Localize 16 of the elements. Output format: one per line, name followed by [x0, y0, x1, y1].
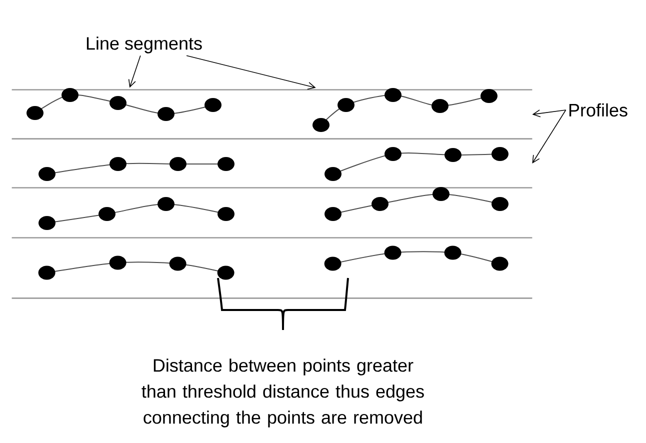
leader-arrow	[186, 55, 316, 90]
line-segment	[312, 88, 498, 132]
leader-arrow	[532, 110, 566, 164]
line-segment	[26, 88, 222, 121]
line-segment	[38, 197, 234, 230]
line-segment	[324, 246, 508, 271]
text-label: Line segments	[86, 36, 202, 54]
profile-band	[12, 237, 532, 299]
leader-arrow	[532, 110, 566, 118]
line-segment	[38, 157, 234, 181]
line-segment	[324, 186, 508, 221]
line-segment	[324, 146, 508, 181]
leader-arrow	[128, 55, 141, 88]
line-segment	[38, 256, 234, 280]
text-label: Profiles	[569, 103, 628, 117]
caption-text: Distance between points greater than threshold distance thus edges connecting the points are removed	[142, 358, 424, 428]
